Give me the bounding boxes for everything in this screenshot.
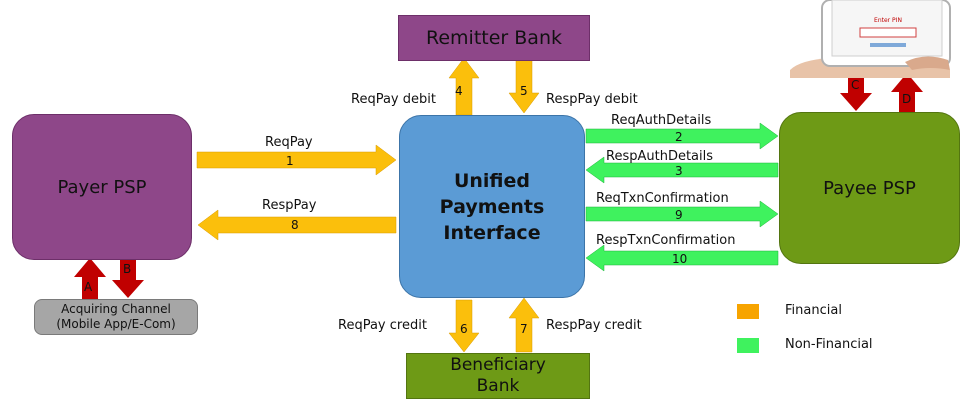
legend-financial-label: Financial (785, 303, 842, 318)
reqpay-label: ReqPay (265, 135, 313, 150)
resppay-debit-number: 5 (520, 84, 528, 98)
reqpay-credit-label: ReqPay credit (338, 318, 427, 333)
resppay-number: 8 (291, 218, 299, 232)
phone-down-letter: C (851, 78, 860, 92)
reqpay-number: 1 (286, 154, 294, 168)
payee-psp-box: Payee PSP (779, 112, 960, 264)
remitter-bank-label: Remitter Bank (426, 27, 562, 49)
acq-down-arrow (112, 260, 144, 298)
resppay-credit-label: RespPay credit (546, 318, 642, 333)
phone-up-arrow (891, 73, 923, 113)
req-auth-arrow (585, 122, 779, 150)
req-txn-label: ReqTxnConfirmation (596, 191, 729, 206)
resp-txn-number: 10 (672, 252, 688, 266)
reqpay-debit-number: 4 (455, 84, 463, 98)
payer-psp-label: Payer PSP (57, 176, 147, 198)
upi-label-line1: Unified (453, 169, 531, 192)
legend-financial-swatch (737, 304, 759, 319)
req-auth-label: ReqAuthDetails (611, 113, 712, 128)
resp-auth-label: RespAuthDetails (606, 149, 714, 164)
resp-auth-arrow (585, 156, 779, 184)
resp-txn-arrow (585, 244, 779, 272)
legend-nonfinancial-label: Non-Financial (785, 337, 873, 352)
resppay-label: RespPay (262, 198, 317, 213)
req-txn-arrow (585, 200, 779, 228)
resppay-credit-number: 7 (520, 322, 528, 336)
beneficiary-label-line2: Bank (476, 376, 520, 396)
acq-up-letter: A (84, 280, 93, 294)
acq-up-arrow (74, 258, 106, 300)
acquiring-label-line1: Acquiring Channel (61, 302, 171, 316)
upi-label-line2: Payments (439, 195, 545, 218)
reqpay-debit-arrow (448, 57, 480, 116)
req-auth-number: 2 (675, 130, 683, 144)
legend-nonfinancial-swatch (737, 338, 759, 353)
phone-screen-text: Enter PIN (874, 17, 902, 24)
phone-down-arrow (840, 74, 872, 111)
phone-up-letter: D (902, 92, 912, 106)
beneficiary-label-line1: Beneficiary (450, 355, 546, 375)
resp-auth-number: 3 (675, 164, 683, 178)
reqpay-credit-arrow (448, 299, 480, 353)
resppay-debit-arrow (508, 59, 540, 114)
resppay-debit-label: RespPay debit (546, 92, 638, 107)
legend: Financial Non-Financial (735, 300, 935, 360)
req-txn-number: 9 (675, 208, 683, 222)
acq-down-letter: B (123, 262, 132, 276)
phone-illustration (790, 0, 951, 78)
resp-txn-label: RespTxnConfirmation (596, 233, 736, 248)
acquiring-label-line2: (Mobile App/E-Com) (56, 317, 176, 331)
resppay-credit-arrow (508, 297, 540, 353)
upi-box: Unified Payments Interface (399, 115, 585, 298)
reqpay-credit-number: 6 (460, 322, 468, 336)
payer-psp-box: Payer PSP (12, 114, 192, 260)
beneficiary-bank-box: Beneficiary Bank (406, 353, 590, 399)
reqpay-debit-label: ReqPay debit (351, 92, 436, 107)
reqpay-arrow (196, 144, 397, 176)
resppay-arrow (197, 209, 397, 241)
upi-label-line3: Interface (443, 221, 541, 244)
remitter-bank-box: Remitter Bank (398, 15, 590, 61)
acquiring-channel-box: Acquiring Channel (Mobile App/E-Com) (34, 299, 198, 335)
payee-psp-label: Payee PSP (823, 177, 916, 199)
